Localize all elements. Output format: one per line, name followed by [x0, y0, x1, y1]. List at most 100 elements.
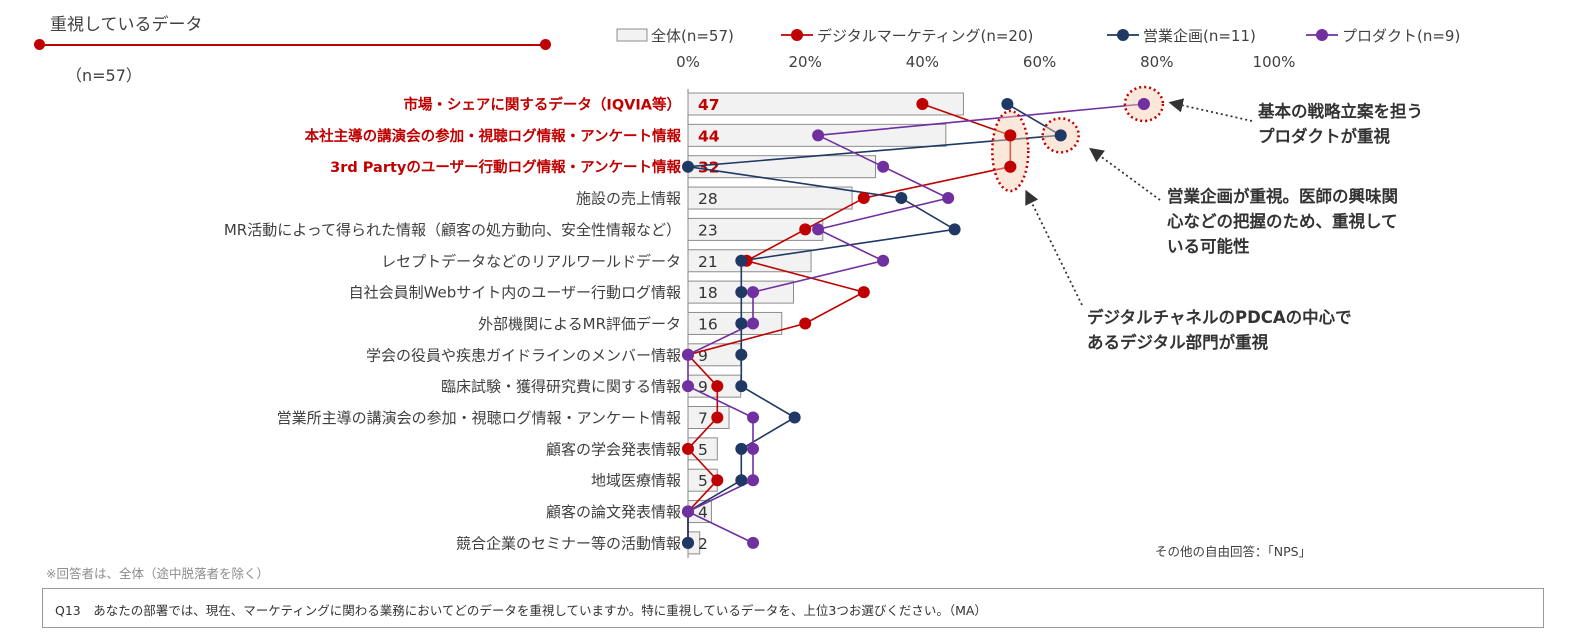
bar: [687, 92, 964, 116]
data-point: [711, 380, 724, 393]
legend-marker: [791, 29, 803, 41]
category-label: 臨床試験・獲得研究費に関する情報: [441, 378, 681, 396]
data-point: [1137, 98, 1150, 110]
data-point: [682, 536, 694, 549]
data-point: [682, 348, 694, 361]
category-label: 外部機関によるMR評価データ: [478, 315, 681, 333]
chart-title: 重視しているデータ: [50, 15, 203, 35]
other-answers-note: その他の自由回答：「NPS」: [1155, 544, 1312, 559]
data-point: [1054, 129, 1067, 142]
legend-swatch-overall: [616, 28, 648, 42]
bar-value-label: 47: [698, 96, 720, 114]
data-point: [747, 286, 760, 299]
data-point: [747, 536, 760, 549]
data-point: [747, 442, 760, 455]
data-point: [735, 286, 748, 299]
category-label: 市場・シェアに関するデータ（IQVIA等）: [403, 96, 681, 114]
data-point: [916, 98, 929, 110]
legend-label: 全体(n=57): [651, 27, 734, 45]
data-point: [812, 129, 825, 142]
data-point: [735, 348, 748, 361]
bar-value-label: 16: [698, 315, 718, 333]
x-tick-label: 80%: [1140, 53, 1173, 71]
legend-marker: [1117, 29, 1129, 41]
highlight-ellipse-digital: [991, 109, 1030, 193]
legend-label: デジタルマーケティング(n=20): [817, 27, 1033, 45]
respondents-note: ※回答者は、全体（途中脱落者を除く）: [46, 566, 269, 581]
callout-product: 基本の戦略立案を担う プロダクトが重視: [1258, 102, 1423, 146]
data-point: [799, 317, 812, 330]
bar-value-label: 9: [698, 347, 708, 365]
category-label: 顧客の論文発表情報: [546, 503, 681, 521]
data-point: [895, 192, 908, 205]
bar-value-label: 21: [698, 253, 718, 271]
bar-value-label: 23: [698, 221, 718, 239]
data-point: [735, 380, 748, 393]
data-point: [735, 442, 748, 455]
data-point: [799, 223, 812, 236]
data-point: [735, 254, 748, 267]
data-point: [857, 286, 870, 299]
data-point: [711, 411, 724, 424]
chart-area: 0%20%40%60%80%100%市場・シェアに関するデータ（IQVIA等）4…: [224, 27, 1460, 558]
bar-value-label: 2: [698, 535, 708, 553]
category-label: 営業所主導の講演会の参加・視聴ログ情報・アンケート情報: [277, 409, 681, 427]
data-point: [682, 380, 694, 393]
data-point: [747, 411, 760, 424]
bar-value-label: 28: [698, 190, 718, 208]
category-label: 3rd Partyのユーザー行動ログ情報・アンケート情報: [330, 158, 681, 176]
category-label: レセプトデータなどのリアルワールドデータ: [381, 252, 681, 270]
data-point: [711, 474, 724, 487]
data-point: [1004, 129, 1017, 142]
callout-digital: デジタルチャネルのPDCAの中心で あるデジタル部門が重視: [1087, 308, 1352, 352]
legend-marker: [1316, 29, 1328, 41]
data-point: [1001, 98, 1014, 110]
question-box: Q13 あなたの部署では、現在、マーケティングに関わる業務においてどのデータを重…: [42, 588, 1544, 628]
data-point: [812, 223, 825, 236]
x-tick-label: 60%: [1023, 53, 1056, 71]
callout-arrow-digital: [1025, 189, 1083, 306]
bar-value-label: 44: [698, 127, 720, 145]
data-point: [735, 317, 748, 330]
data-point: [747, 317, 760, 330]
bar-value-label: 5: [698, 472, 708, 490]
title-underline-dot-right: [540, 39, 551, 50]
data-point: [857, 192, 870, 205]
data-point: [1004, 160, 1017, 173]
category-label: 競合企業のセミナー等の活動情報: [456, 534, 681, 552]
category-label: 学会の役員や疾患ガイドラインのメンバー情報: [366, 346, 681, 364]
bar: [687, 311, 783, 335]
x-tick-label: 40%: [906, 53, 939, 71]
bar-value-label: 9: [698, 378, 708, 396]
title-underline-dot-left: [34, 39, 45, 50]
bar-value-label: 18: [698, 284, 718, 302]
bar-value-label: 5: [698, 441, 708, 459]
callout-arrow-product: [1168, 98, 1253, 122]
data-point: [788, 411, 801, 424]
data-point: [948, 223, 961, 236]
category-label: 顧客の学会発表情報: [546, 440, 681, 458]
legend-label: プロダクト(n=9): [1342, 27, 1460, 45]
category-label: 本社主導の講演会の参加・視聴ログ情報・アンケート情報: [305, 127, 682, 145]
callout-sales-planning: 営業企画が重視。医師の興味関 心などの把握のため、重視して いる可能性: [1167, 187, 1398, 256]
legend-label: 営業企画(n=11): [1143, 27, 1256, 45]
category-label: MR活動によって得られた情報（顧客の処方動向、安全性情報など）: [224, 221, 681, 239]
bar-value-label: 7: [698, 410, 708, 428]
data-point: [735, 474, 748, 487]
callout-arrow-sales-planning: [1089, 147, 1161, 201]
data-point: [942, 192, 955, 205]
bar: [687, 186, 853, 210]
category-label: 自社会員制Webサイト内のユーザー行動ログ情報: [349, 284, 681, 302]
category-label: 施設の売上情報: [576, 190, 681, 208]
data-point: [682, 442, 694, 455]
data-point: [877, 160, 890, 173]
category-label: 地域医療情報: [591, 472, 681, 490]
title-underline: [39, 44, 545, 46]
data-point: [682, 505, 694, 518]
data-point: [747, 474, 760, 487]
x-tick-label: 100%: [1253, 53, 1296, 71]
bar-value-label: 4: [698, 504, 708, 522]
x-tick-label: 20%: [789, 53, 822, 71]
data-point: [682, 160, 694, 173]
sample-size-note: （n=57）: [66, 66, 142, 85]
